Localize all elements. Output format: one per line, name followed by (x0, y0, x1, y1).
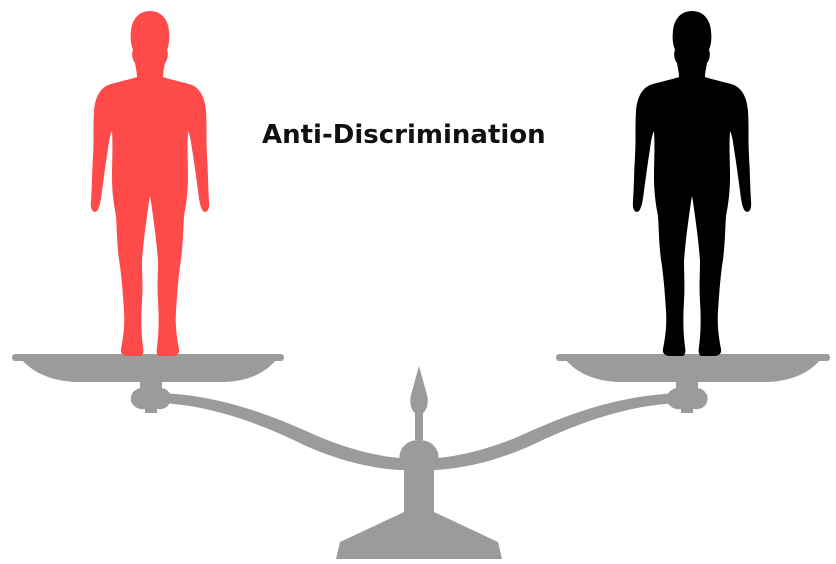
right-pan-bar (556, 354, 830, 361)
scale-needle (410, 366, 428, 440)
left-figure-icon (91, 11, 209, 356)
left-pan-bar (12, 354, 284, 361)
left-pan-dish (22, 360, 276, 382)
page-title: Anti-Discrimination (262, 120, 546, 150)
right-figure-icon (633, 11, 751, 356)
right-pan-dish (566, 360, 820, 382)
balance-scale-icon (12, 354, 830, 559)
